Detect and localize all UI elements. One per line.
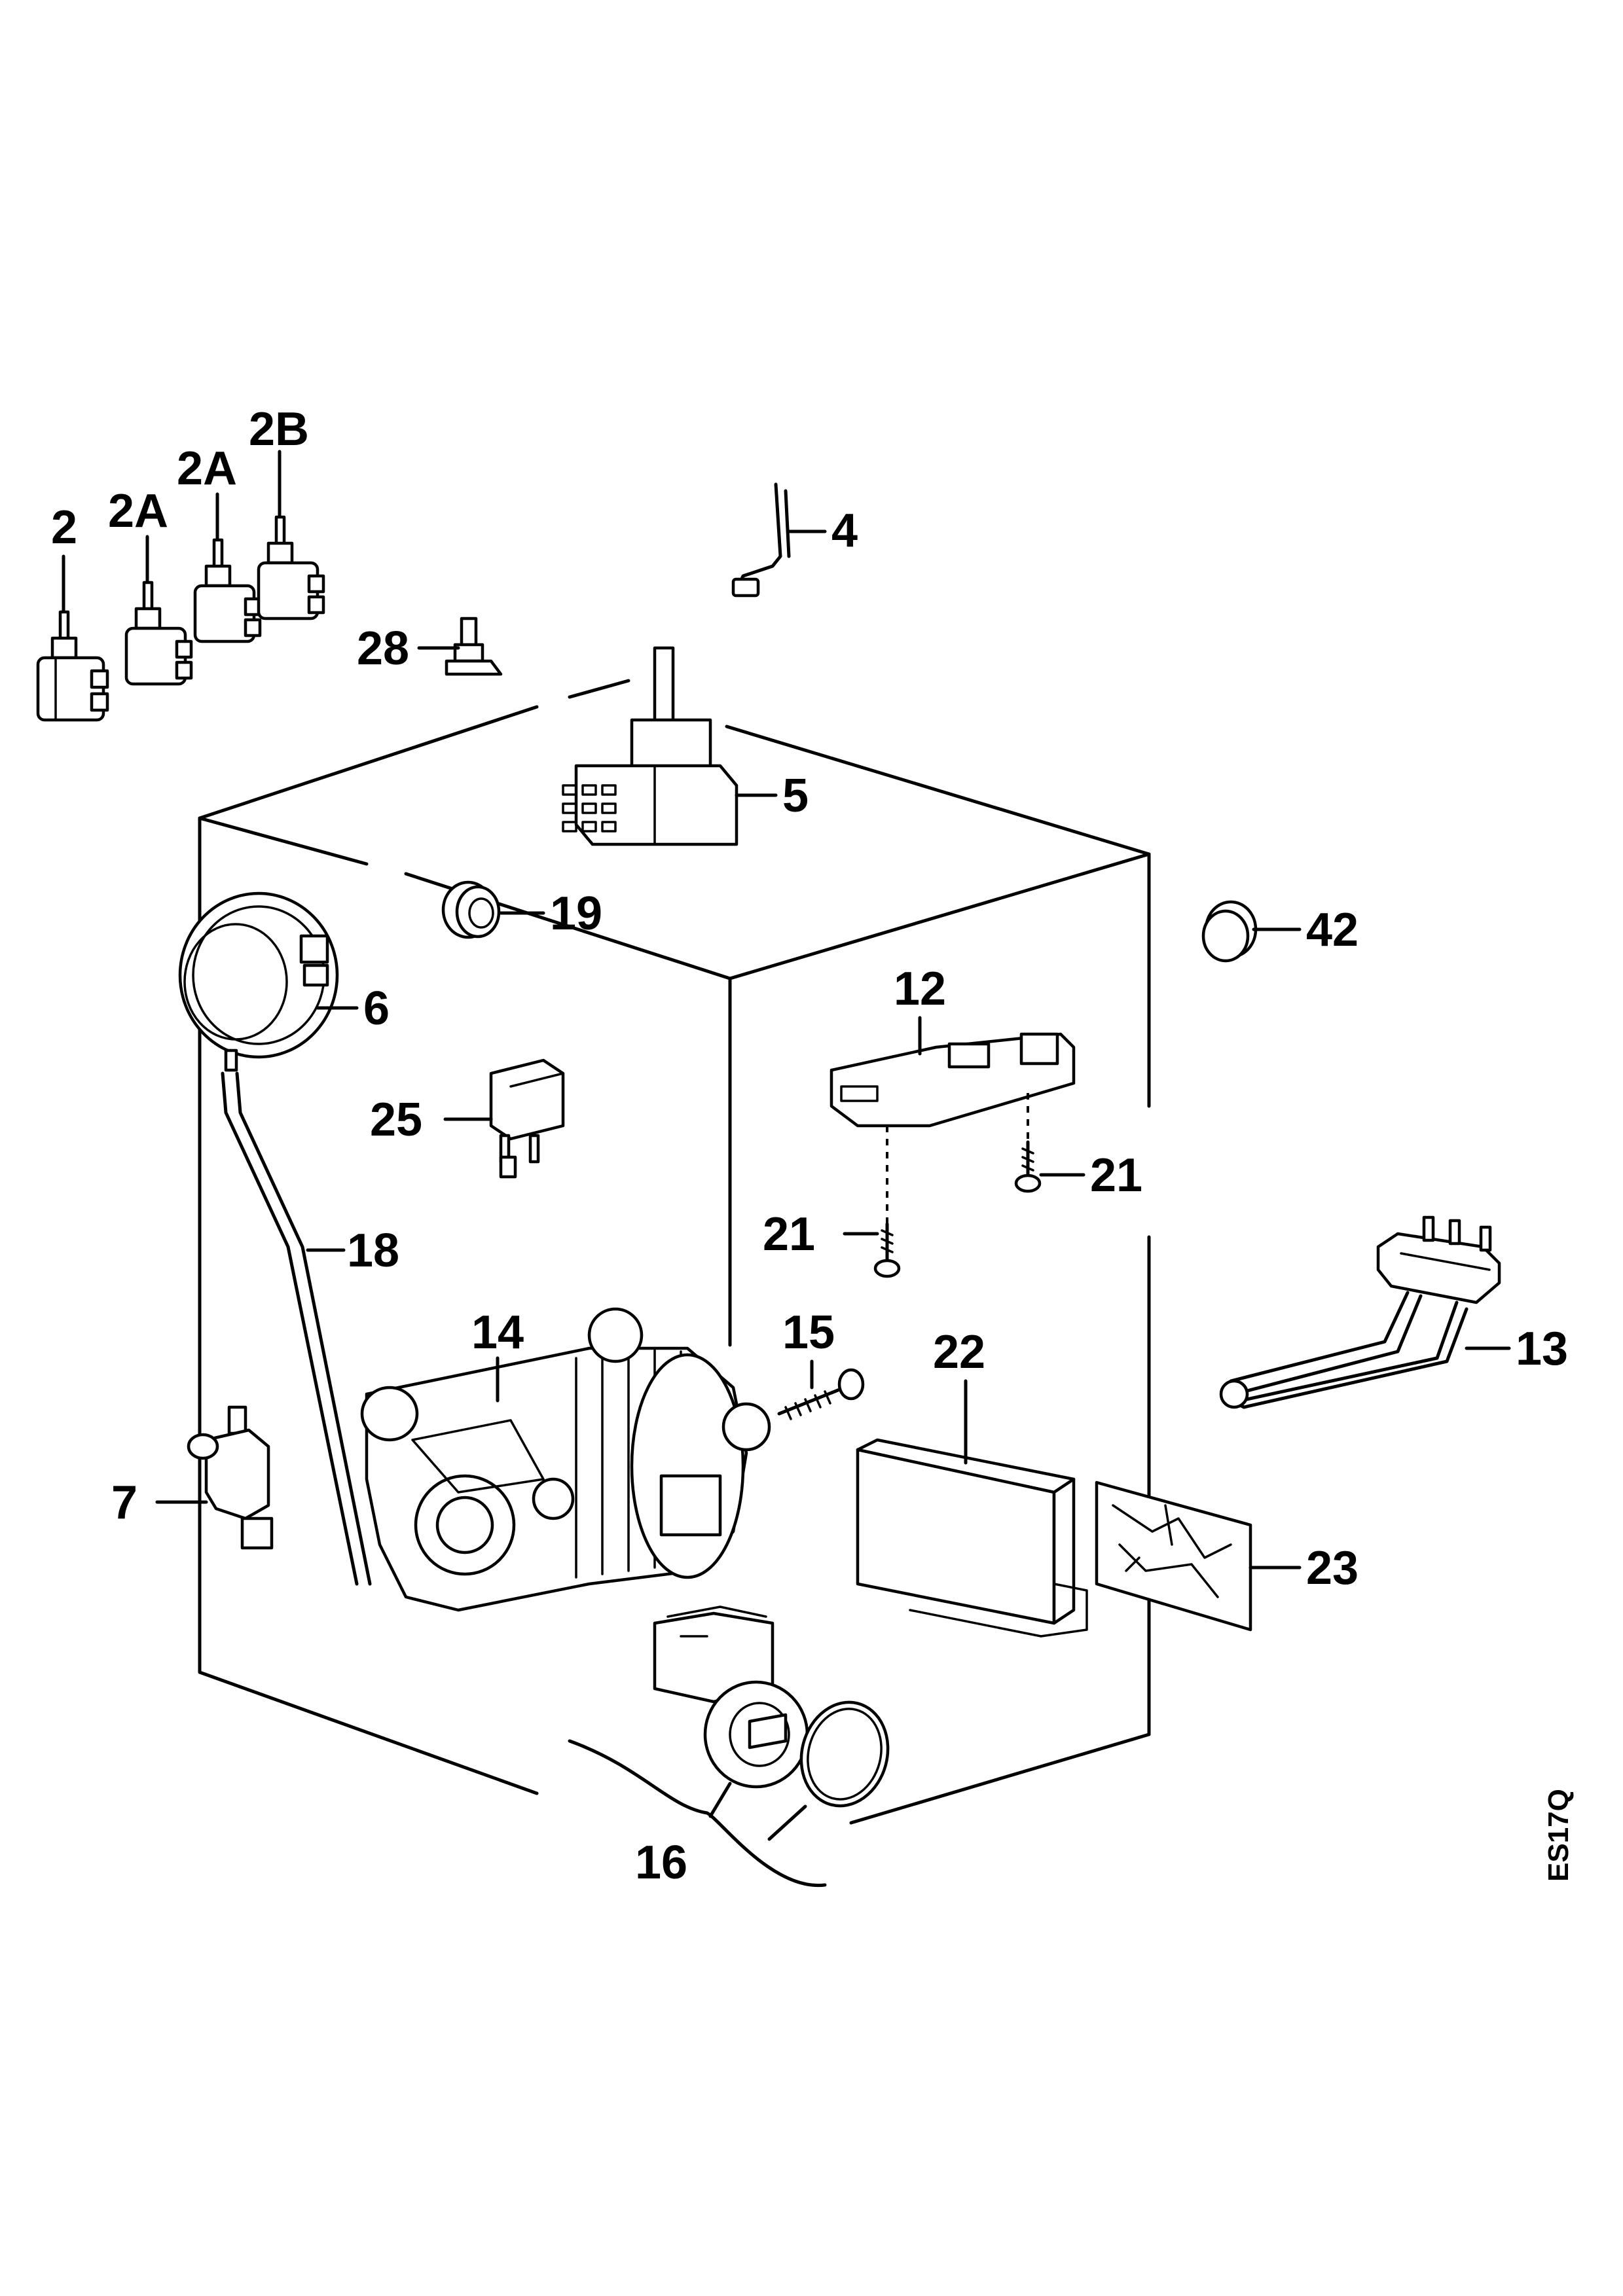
pcb-part-23 — [1095, 1480, 1302, 1632]
label-part-12: 12 — [894, 963, 946, 1015]
hose-part-18 — [221, 1071, 372, 1586]
label-part-13: 13 — [1516, 1323, 1568, 1375]
callout-labels: 2 2A 2A 2B 4 28 5 19 42 6 12 25 21 21 18… — [51, 403, 1568, 1889]
switch-part-2a-second — [193, 492, 262, 643]
knob-part-28 — [417, 617, 503, 676]
label-part-16: 16 — [635, 1837, 687, 1889]
label-part-23: 23 — [1306, 1542, 1359, 1594]
label-part-14: 14 — [471, 1306, 524, 1359]
label-part-15: 15 — [782, 1306, 835, 1359]
label-part-2a-second: 2A — [177, 442, 237, 495]
label-part-4: 4 — [831, 505, 858, 557]
label-part-28: 28 — [357, 622, 409, 675]
label-part-5: 5 — [782, 770, 809, 822]
label-part-22: 22 — [933, 1326, 985, 1378]
drain-pump-part-16 — [568, 1605, 890, 1888]
label-part-25: 25 — [370, 1094, 422, 1146]
switch-part-2b — [257, 450, 325, 620]
door-lock-part-12 — [830, 1016, 1076, 1224]
heating-element-part-13 — [1219, 1215, 1511, 1409]
label-part-2: 2 — [51, 501, 77, 554]
timer-part-5 — [562, 646, 778, 846]
label-part-7: 7 — [111, 1477, 137, 1529]
suppressor-part-25 — [443, 1058, 565, 1179]
switch-part-2 — [36, 554, 109, 722]
label-part-2b: 2B — [249, 403, 309, 456]
screw-part-21-left — [843, 1222, 901, 1278]
label-part-42: 42 — [1306, 904, 1359, 956]
grommet-part-19 — [441, 880, 545, 939]
label-part-21-right: 21 — [1090, 1149, 1142, 1202]
inlet-valve-part-7 — [155, 1405, 274, 1550]
screw-part-21-right — [1014, 1140, 1085, 1193]
drawing-code: ES17Q — [1542, 1789, 1575, 1882]
label-part-2a-first: 2A — [108, 485, 168, 537]
label-part-18: 18 — [347, 1225, 399, 1277]
switch-part-2a-first — [124, 535, 193, 686]
cap-part-42 — [1201, 900, 1302, 963]
sensor-part-4 — [731, 482, 827, 598]
bolt-part-15 — [777, 1359, 865, 1420]
motor-part-14 — [360, 1307, 771, 1612]
module-part-22 — [856, 1379, 1088, 1638]
pressure-switch-part-6 — [178, 891, 359, 1072]
label-part-19: 19 — [550, 888, 602, 940]
label-part-6: 6 — [363, 982, 390, 1035]
label-part-21-left: 21 — [763, 1208, 815, 1261]
